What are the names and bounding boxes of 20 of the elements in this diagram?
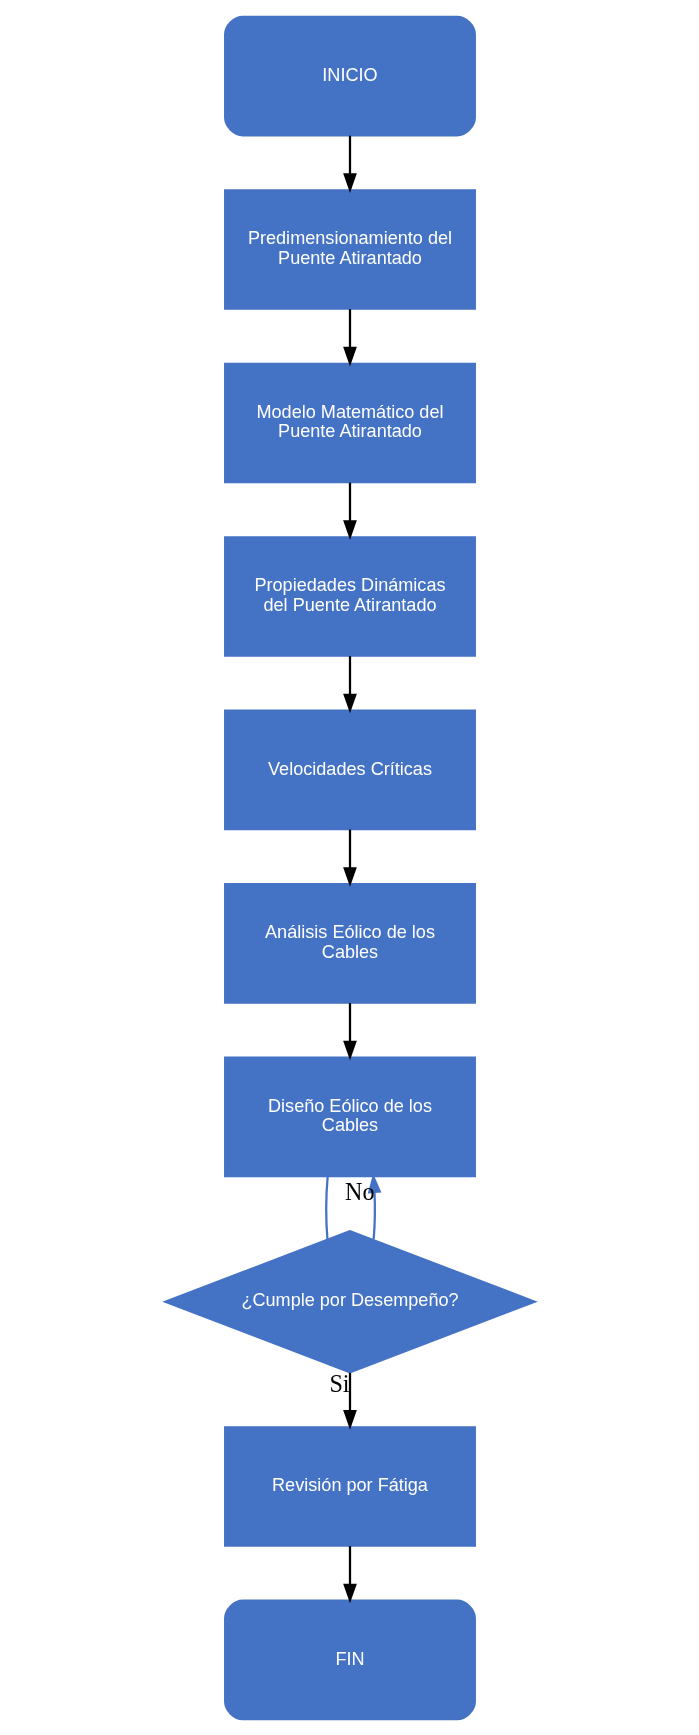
node-diamond: ¿Cumple por Desempeño?	[161, 1229, 538, 1373]
node-box: FIN	[223, 1599, 476, 1720]
arrow	[342, 1545, 357, 1603]
arrow	[342, 655, 357, 713]
node-box: Modelo Matemático del Puente Atirantado	[223, 362, 476, 483]
connector	[324, 1176, 329, 1239]
node-box: Velocidades Críticas	[223, 709, 476, 830]
edge-label: No	[344, 1177, 375, 1205]
node-box: Diseño Eólico de los Cables	[223, 1056, 476, 1177]
arrow	[342, 135, 357, 193]
node-box: INICIO	[223, 15, 476, 136]
node-box: Revisión por Fátiga	[223, 1425, 476, 1547]
arrow	[342, 1002, 357, 1060]
arrow	[342, 1372, 357, 1430]
arrow	[342, 482, 357, 540]
arrow	[342, 308, 357, 366]
node-box: Predimensionamiento del Puente Atirantado	[223, 188, 476, 310]
node-box: Propiedades Dinámicas del Puente Atirantado	[223, 535, 476, 657]
arrow	[342, 829, 357, 887]
node-box: Análisis Eólico de los Cables	[223, 882, 476, 1004]
